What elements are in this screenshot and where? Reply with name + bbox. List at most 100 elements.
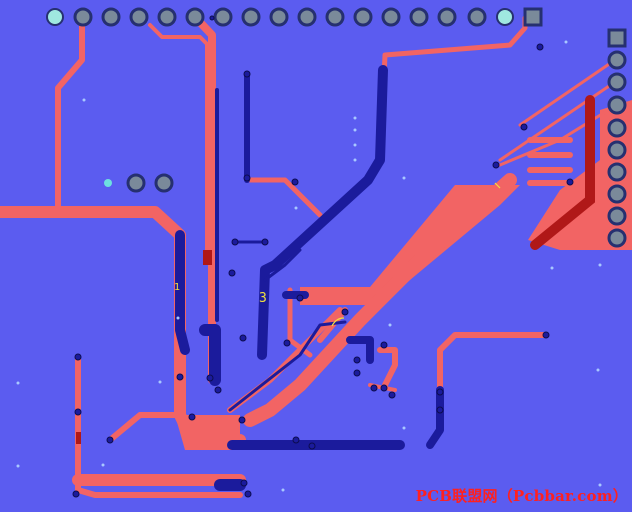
via: [542, 331, 550, 339]
header-pad-15: [437, 7, 457, 27]
via: [231, 238, 239, 246]
bottom-trace-k: [228, 320, 347, 412]
bottom-trace-h: [346, 336, 374, 364]
via: [436, 388, 444, 396]
right-pad-6: [607, 162, 627, 182]
via: [240, 479, 248, 487]
via: [188, 413, 196, 421]
via: [206, 374, 214, 382]
silkscreen-label-3: 3: [259, 291, 267, 306]
silkscreen-arc: [331, 317, 345, 327]
header-pad-14: [409, 7, 429, 27]
trace-left-lower: [75, 354, 243, 498]
via: [261, 238, 269, 246]
silkscreen-label-1: 1: [174, 282, 180, 293]
right-pad-3: [607, 95, 627, 115]
via: [520, 123, 528, 131]
header-pad-2: [73, 7, 93, 27]
right-header-pads: [607, 28, 627, 248]
via: [388, 391, 396, 399]
via: [243, 174, 251, 182]
header-pad-5: [157, 7, 177, 27]
header-pad-6: [185, 7, 205, 27]
trace-top-right: [380, 15, 528, 103]
via: [341, 308, 349, 316]
dark-pad-left: [203, 250, 212, 265]
top-copper-pour-right: [528, 100, 632, 250]
via-cyan: [104, 179, 112, 187]
via: [238, 416, 246, 424]
via: [292, 436, 300, 444]
via: [353, 356, 361, 364]
silkscreen: 3 1: [174, 182, 501, 327]
large-vias: [104, 173, 174, 193]
watermark-text: PCB联盟网（Pcbbar.com）: [415, 487, 628, 505]
via: [244, 490, 252, 498]
trace-right-mid: [437, 332, 548, 413]
trace-center-diag: [243, 173, 517, 427]
via-large-a: [126, 173, 146, 193]
right-pad-5: [607, 140, 627, 160]
trace-stub-a: [247, 177, 323, 218]
via: [308, 442, 316, 450]
via: [74, 408, 82, 416]
via: [72, 490, 80, 498]
header-pad-8: [241, 7, 261, 27]
via: [291, 178, 299, 186]
header-pad-11: [325, 7, 345, 27]
dark-trace-right: [530, 95, 595, 250]
right-pad-2: [607, 72, 627, 92]
header-pad-9: [269, 7, 289, 27]
bottom-trace-c: [257, 65, 388, 360]
drill-marks: [16, 40, 602, 492]
via: [296, 294, 304, 302]
right-pad-7: [607, 184, 627, 204]
via: [214, 386, 222, 394]
via: [353, 369, 361, 377]
trace-pin-1: [518, 58, 617, 127]
right-pad-8: [607, 206, 627, 226]
header-pad-13: [381, 7, 401, 27]
via: [243, 70, 251, 78]
header-pad-1: [46, 8, 64, 26]
via: [239, 334, 247, 342]
top-header-pads: [46, 7, 543, 27]
right-pad-square: [607, 28, 627, 48]
via: [380, 341, 388, 349]
header-pad-3: [101, 7, 121, 27]
dark-pad-left-b: [76, 432, 81, 444]
via: [536, 43, 544, 51]
trace-mid-low: [107, 412, 183, 443]
right-pad-1: [607, 50, 627, 70]
header-pad-16: [467, 7, 487, 27]
via-large-b: [154, 173, 174, 193]
header-pad-square: [523, 7, 543, 27]
right-pad-4: [607, 118, 627, 138]
via: [370, 384, 378, 392]
via: [74, 353, 82, 361]
bottom-copper-traces: [175, 65, 444, 491]
via: [209, 15, 215, 21]
trace-top-vertical-b: [148, 23, 209, 257]
silkscreen-tick: [494, 182, 501, 189]
trace-stub-d: [377, 347, 398, 388]
top-copper-traces: [0, 14, 632, 498]
trace-pin-2: [498, 80, 617, 162]
via: [380, 384, 388, 392]
via: [176, 373, 184, 381]
header-pad-7: [213, 7, 233, 27]
header-pad-12: [353, 7, 373, 27]
header-pad-17: [496, 8, 514, 26]
via: [283, 339, 291, 347]
bottom-trace-m: [263, 248, 302, 282]
bottom-trace-e: [199, 324, 221, 386]
bottom-trace-g: [426, 386, 444, 449]
via: [106, 436, 114, 444]
bottom-trace-d: [175, 230, 190, 355]
via: [492, 161, 500, 169]
header-pad-4: [129, 7, 149, 27]
trace-left-top: [55, 15, 85, 215]
via: [566, 178, 574, 186]
